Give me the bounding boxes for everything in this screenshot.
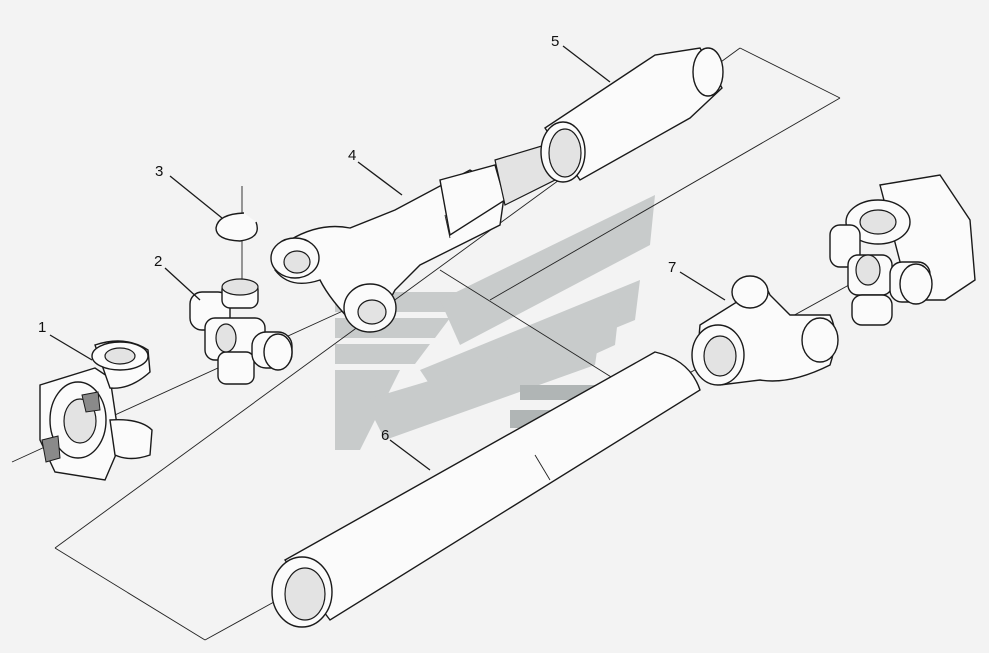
callout-leaders bbox=[49, 45, 726, 471]
part-7-weld-yoke bbox=[691, 275, 839, 386]
callout-7: 7 bbox=[668, 259, 676, 276]
part-1-flange-yoke bbox=[39, 340, 153, 481]
part-3-snap-ring bbox=[215, 212, 258, 242]
callout-labels: 1 2 3 4 5 6 7 bbox=[38, 33, 676, 444]
callout-4: 4 bbox=[348, 147, 356, 164]
callout-2: 2 bbox=[154, 253, 162, 270]
callout-1: 1 bbox=[38, 319, 46, 336]
callout-6: 6 bbox=[381, 427, 389, 444]
part-4-slip-yoke bbox=[270, 144, 556, 333]
part-2-universal-joint-cross bbox=[189, 278, 293, 385]
callout-3: 3 bbox=[155, 163, 163, 180]
callout-5: 5 bbox=[551, 33, 559, 50]
part-6-main-tube bbox=[271, 351, 701, 628]
part-5-sleeve-tube bbox=[540, 47, 724, 183]
right-ujoint-flange-assembly bbox=[829, 174, 976, 326]
